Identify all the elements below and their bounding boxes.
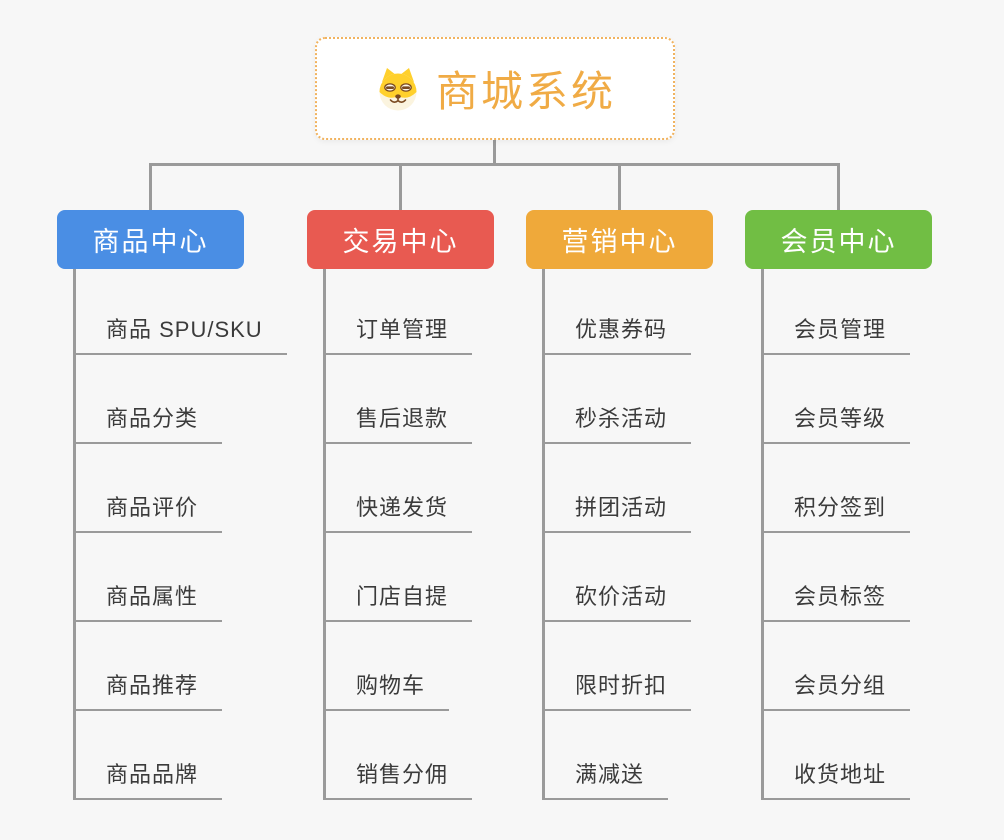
leaf-node[interactable]: 购物车	[326, 622, 450, 711]
connector-drop	[618, 164, 621, 210]
leaf-node[interactable]: 商品评价	[76, 444, 223, 533]
leaf-label: 会员等级	[764, 401, 911, 444]
branch-header-marketing-center[interactable]: 营销中心	[526, 210, 713, 269]
leaf-node[interactable]: 拼团活动	[545, 444, 692, 533]
leaf-label: 购物车	[326, 668, 450, 711]
root-title: 商城系统	[435, 68, 616, 115]
branch-children: 会员管理 会员等级 积分签到 会员标签 会员分组 收货地址	[761, 269, 911, 800]
leaf-node[interactable]: 会员管理	[764, 269, 911, 355]
leaf-label: 收货地址	[764, 757, 911, 800]
leaf-label: 满减送	[545, 757, 669, 800]
leaf-node[interactable]: 商品推荐	[76, 622, 223, 711]
branch-children: 订单管理 售后退款 快递发货 门店自提 购物车 销售分佣	[323, 269, 473, 800]
branch-product-center: 商品中心 商品 SPU/SKU 商品分类 商品评价 商品属性 商品推荐 商品品牌	[57, 210, 287, 800]
leaf-node[interactable]: 限时折扣	[545, 622, 692, 711]
leaf-label: 商品属性	[76, 579, 223, 622]
leaf-label: 拼团活动	[545, 490, 692, 533]
leaf-label: 商品推荐	[76, 668, 223, 711]
leaf-node[interactable]: 商品属性	[76, 533, 223, 622]
connector-drop	[837, 164, 840, 210]
leaf-label: 秒杀活动	[545, 401, 692, 444]
leaf-label: 门店自提	[326, 579, 473, 622]
branch-member-center: 会员中心 会员管理 会员等级 积分签到 会员标签 会员分组 收货地址	[745, 210, 932, 800]
connector-bus	[149, 163, 840, 166]
leaf-node[interactable]: 商品 SPU/SKU	[76, 269, 287, 355]
leaf-node[interactable]: 会员分组	[764, 622, 911, 711]
leaf-node[interactable]: 门店自提	[326, 533, 473, 622]
leaf-node[interactable]: 满减送	[545, 711, 669, 800]
leaf-node[interactable]: 秒杀活动	[545, 355, 692, 444]
leaf-label: 商品 SPU/SKU	[76, 312, 287, 355]
branch-header-product-center[interactable]: 商品中心	[57, 210, 244, 269]
leaf-label: 会员管理	[764, 312, 911, 355]
leaf-label: 商品分类	[76, 401, 223, 444]
leaf-node[interactable]: 商品品牌	[76, 711, 223, 800]
connector-drop	[149, 164, 152, 210]
leaf-label: 订单管理	[326, 312, 473, 355]
leaf-label: 快递发货	[326, 490, 473, 533]
leaf-label: 砍价活动	[545, 579, 692, 622]
branch-marketing-center: 营销中心 优惠券码 秒杀活动 拼团活动 砍价活动 限时折扣 满减送	[526, 210, 713, 800]
leaf-label: 会员标签	[764, 579, 911, 622]
leaf-label: 商品品牌	[76, 757, 223, 800]
leaf-node[interactable]: 销售分佣	[326, 711, 473, 800]
leaf-node[interactable]: 收货地址	[764, 711, 911, 800]
branch-header-trade-center[interactable]: 交易中心	[307, 210, 494, 269]
leaf-label: 优惠券码	[545, 312, 692, 355]
leaf-label: 限时折扣	[545, 668, 692, 711]
connector-drop	[399, 164, 402, 210]
leaf-label: 会员分组	[764, 668, 911, 711]
leaf-node[interactable]: 砍价活动	[545, 533, 692, 622]
leaf-node[interactable]: 优惠券码	[545, 269, 692, 355]
branch-children: 商品 SPU/SKU 商品分类 商品评价 商品属性 商品推荐 商品品牌	[73, 269, 287, 800]
leaf-label: 积分签到	[764, 490, 911, 533]
leaf-label: 商品评价	[76, 490, 223, 533]
leaf-label: 销售分佣	[326, 757, 473, 800]
leaf-node[interactable]: 快递发货	[326, 444, 473, 533]
root-node[interactable]: 商城系统	[315, 37, 675, 140]
branch-header-member-center[interactable]: 会员中心	[745, 210, 932, 269]
leaf-node[interactable]: 会员标签	[764, 533, 911, 622]
branch-children: 优惠券码 秒杀活动 拼团活动 砍价活动 限时折扣 满减送	[542, 269, 692, 800]
leaf-label: 售后退款	[326, 401, 473, 444]
leaf-node[interactable]: 会员等级	[764, 355, 911, 444]
leaf-node[interactable]: 售后退款	[326, 355, 473, 444]
branch-trade-center: 交易中心 订单管理 售后退款 快递发货 门店自提 购物车 销售分佣	[307, 210, 494, 800]
leaf-node[interactable]: 订单管理	[326, 269, 473, 355]
connector-root-stub	[493, 140, 496, 164]
leaf-node[interactable]: 积分签到	[764, 444, 911, 533]
leaf-node[interactable]: 商品分类	[76, 355, 223, 444]
shiba-dog-icon	[379, 67, 417, 110]
